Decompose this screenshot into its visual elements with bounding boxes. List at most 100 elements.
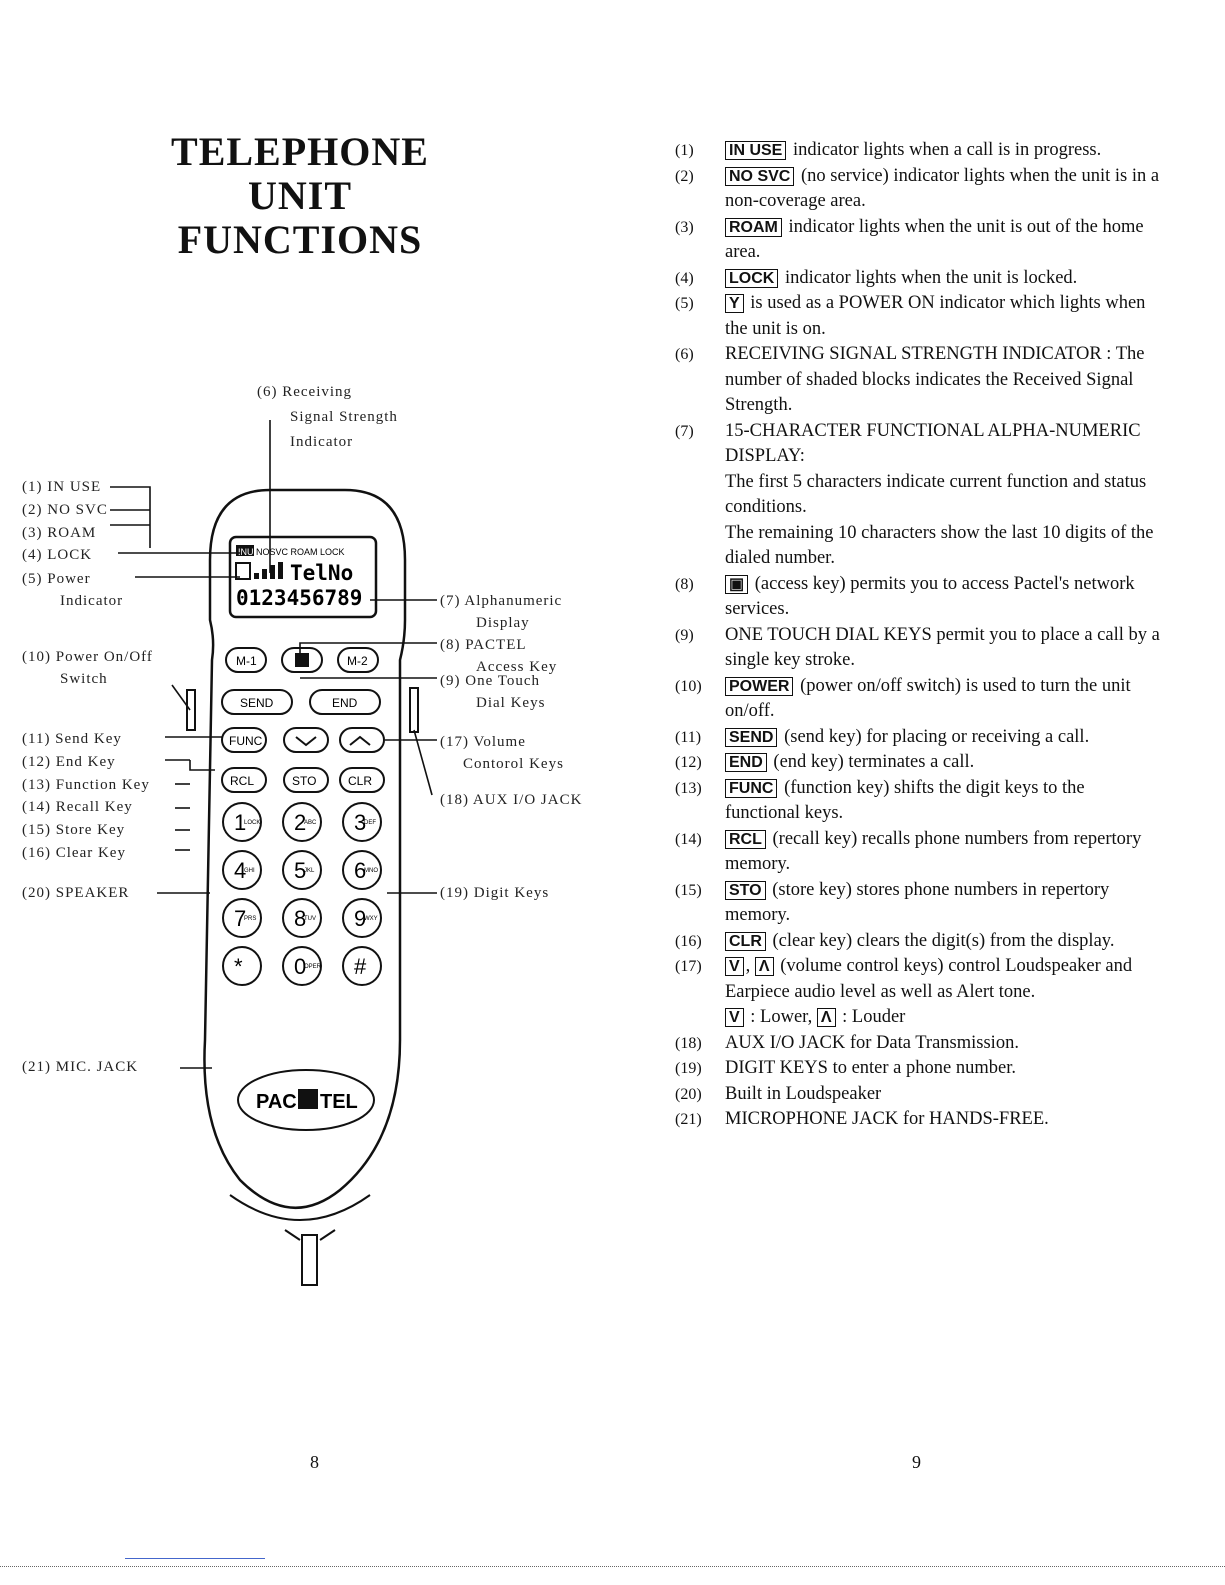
callout-8-line2: Access Key xyxy=(476,659,558,675)
item-key-label: LOCK xyxy=(725,268,779,288)
function-item: (12) END (end key) terminates a call. xyxy=(675,750,1163,776)
digit-label: 4 xyxy=(234,858,246,883)
callout-20: (20) SPEAKER xyxy=(22,885,130,901)
item-text: (access key) permits you to access Pacte… xyxy=(725,573,1135,620)
louder-key: Λ xyxy=(816,1008,836,1027)
item-key-label: ROAM xyxy=(725,217,782,237)
function-item: (14) RCL (recall key) recalls phone numbe… xyxy=(675,827,1163,878)
digit-label: * xyxy=(234,954,243,979)
item-text: (end key) terminates a call. xyxy=(773,752,975,772)
callout-7-line2: Display xyxy=(476,615,530,631)
callout-19: (19) Digit Keys xyxy=(440,885,550,901)
digit-label: 9 xyxy=(354,906,366,931)
digit-key-11 xyxy=(342,946,382,986)
logo-tel: TEL xyxy=(320,1091,358,1113)
item-text: RECEIVING SIGNAL STRENGTH INDICATOR : Th… xyxy=(725,344,1145,415)
item-text: is used as a POWER ON indicator which li… xyxy=(725,293,1146,339)
function-item: (15)STO (store key) stores phone numbers… xyxy=(675,878,1163,929)
function-item: (16)CLR (clear key) clears the digit(s) … xyxy=(675,929,1163,955)
lower-key: V xyxy=(725,1008,744,1027)
item-number: (21) xyxy=(675,1111,702,1128)
item-number: (20) xyxy=(675,1085,702,1103)
key-rcl: RCL xyxy=(230,774,254,788)
item-text: DIGIT KEYS to enter a phone number. xyxy=(725,1058,1016,1078)
digit-key-6 xyxy=(222,898,262,938)
callout-14: (14) Recall Key xyxy=(22,799,133,815)
callout-17-line1: (17) Volume xyxy=(440,734,526,750)
item-key-label: RCL xyxy=(725,829,766,849)
page-number-left: 8 xyxy=(310,1452,319,1472)
digit-key-10 xyxy=(282,946,322,986)
digit-key-2 xyxy=(342,802,382,842)
callout-10-line2: Switch xyxy=(60,671,108,687)
digit-sub-label: WXY xyxy=(364,916,378,922)
item-text: indicator lights when the unit is out of… xyxy=(725,216,1144,263)
item-number: (10) xyxy=(675,677,702,695)
digit-key-5 xyxy=(342,850,382,890)
lcd-line-1: TelNo xyxy=(290,561,353,585)
callout-5-line2: Indicator xyxy=(60,593,124,609)
digit-key-3 xyxy=(222,850,262,890)
item-key-label: NO SVC xyxy=(725,166,795,186)
item-number: (19) xyxy=(675,1060,702,1077)
callout-5-line1: (5) Power xyxy=(22,571,91,587)
item-number: (2) xyxy=(675,167,694,185)
page-number-right: 9 xyxy=(912,1452,921,1472)
item-number: (14) xyxy=(675,830,702,848)
item-key-label: STO xyxy=(725,880,766,900)
item-text: (send key) for placing or receiving a ca… xyxy=(784,726,1090,747)
item-number: (12) xyxy=(675,754,702,771)
callout-21: (21) MIC. JACK xyxy=(22,1059,139,1075)
callout-17-line2: Contorol Keys xyxy=(463,756,564,772)
item-number: (18) xyxy=(675,1034,702,1052)
item-key-label: END xyxy=(725,753,767,772)
function-item: (9)ONE TOUCH DIAL KEYS permit you to pla… xyxy=(675,623,1163,674)
callout-4: (4) LOCK xyxy=(22,547,93,563)
item-number: (1) xyxy=(675,142,694,159)
callout-10-line1: (10) Power On/Off xyxy=(22,649,153,665)
digit-label: # xyxy=(354,954,367,979)
function-item: (6)RECEIVING SIGNAL STRENGTH INDICATOR :… xyxy=(675,342,1163,419)
item-key-label: Y xyxy=(725,294,744,313)
item-key-label: POWER xyxy=(725,676,794,696)
item-text: (recall key) recalls phone numbers from … xyxy=(725,828,1142,875)
function-item: (7)15-CHARACTER FUNCTIONAL ALPHA-NUMERIC… xyxy=(675,419,1163,572)
callout-11: (11) Send Key xyxy=(22,731,122,747)
callout-13: (13) Function Key xyxy=(22,777,150,793)
item-key-label: SEND xyxy=(725,727,778,747)
digit-label: 8 xyxy=(294,906,306,931)
lcd-inuse: INUSE xyxy=(238,547,266,557)
lower-text: : Lower, xyxy=(750,1007,813,1027)
title-line-1: TELEPHONE UNIT xyxy=(171,129,429,218)
volume-up-icon xyxy=(349,735,371,746)
item-text: (volume control keys) control Loudspeake… xyxy=(725,956,1133,1002)
digit-key-7 xyxy=(282,898,322,938)
digit-key-4 xyxy=(282,850,322,890)
volume-down-icon xyxy=(295,736,317,747)
item-key-label: CLR xyxy=(725,931,766,951)
callout-15: (15) Store Key xyxy=(22,822,126,838)
digit-label: 0 xyxy=(294,954,306,979)
callout-9-line1: (9) One Touch xyxy=(440,673,540,689)
callout-16: (16) Clear Key xyxy=(22,845,126,861)
footer-rule xyxy=(125,1558,265,1559)
louder-text: : Louder xyxy=(842,1007,906,1027)
key-sto: STO xyxy=(292,774,316,788)
digit-sub-label: DEF xyxy=(364,820,376,826)
callout-6-line2: Signal Strength xyxy=(290,409,398,425)
item-key-label: ▣ xyxy=(725,574,749,594)
item-number: (7) xyxy=(675,422,694,440)
function-item: (8) ▣ (access key) permits you to access … xyxy=(675,572,1163,623)
logo-pac: PAC xyxy=(256,1091,297,1113)
bottom-dotted-rule xyxy=(0,1566,1225,1567)
digit-key-9 xyxy=(222,946,262,986)
item-number: (8) xyxy=(675,575,694,593)
key-send: SEND xyxy=(240,696,274,710)
digit-sub-label: PRS xyxy=(244,916,256,922)
item-number: (13) xyxy=(675,779,702,797)
function-item: (20)Built in Loudspeaker xyxy=(675,1082,1163,1108)
key-clr: CLR xyxy=(348,774,372,788)
function-item: (10)POWER (power on/off switch) is used … xyxy=(675,674,1163,725)
item-number: (16) xyxy=(675,932,702,950)
